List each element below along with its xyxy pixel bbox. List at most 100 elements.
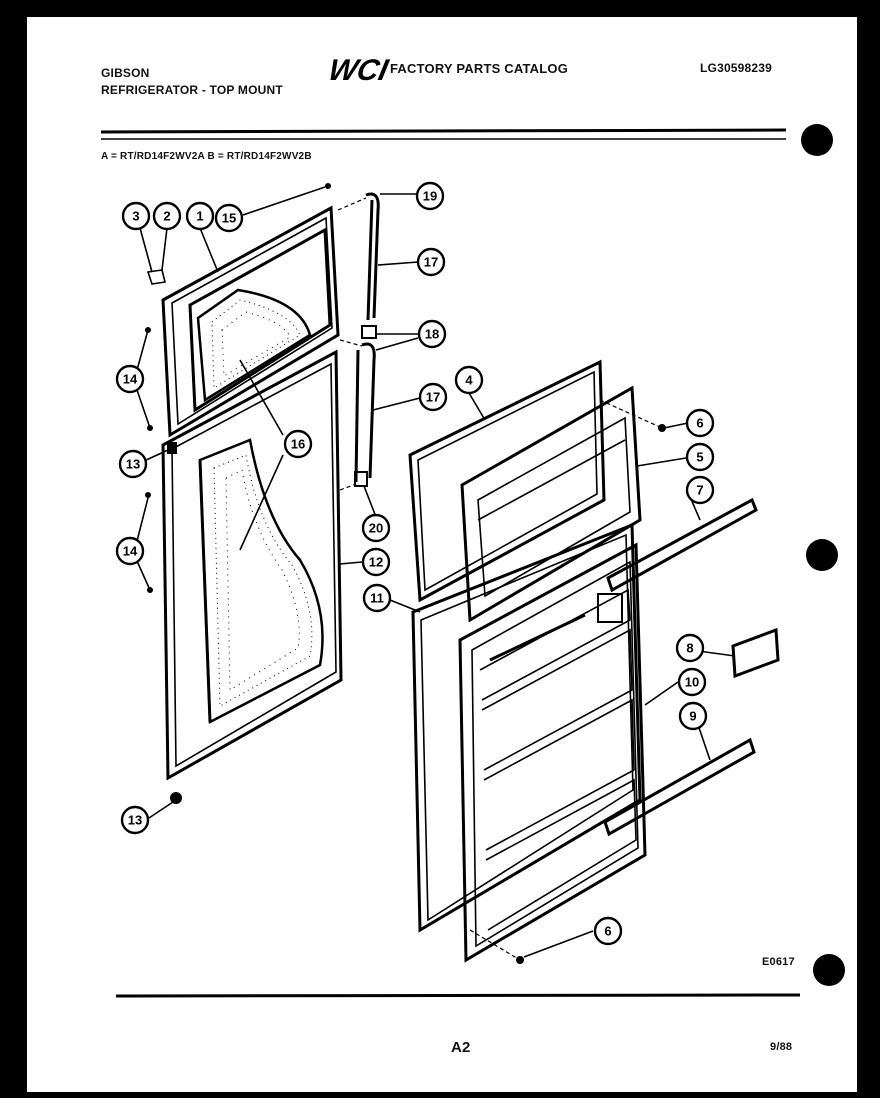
callout-number: 17 <box>424 255 438 270</box>
callout-number: 14 <box>123 372 138 387</box>
callout-circle <box>685 408 715 438</box>
callout-number: 10 <box>685 675 699 690</box>
fresh-food-liner <box>198 438 324 725</box>
callout-6: 6 <box>685 408 715 438</box>
callout-circle <box>121 201 151 231</box>
callout-3: 3 <box>121 201 151 231</box>
callout-number: 19 <box>423 189 437 204</box>
callout-15: 15 <box>214 203 244 233</box>
callout-number: 18 <box>425 327 439 342</box>
header-rule-thick <box>100 128 787 134</box>
footer-rule <box>115 993 801 998</box>
callout-number: 8 <box>686 641 693 656</box>
wci-logo: WCI <box>326 54 392 87</box>
callout-17: 17 <box>418 382 448 412</box>
callout-number: 5 <box>696 450 703 465</box>
callout-number: 2 <box>163 209 170 224</box>
callout-14: 14 <box>115 364 145 394</box>
fresh-food-gasket <box>411 522 642 933</box>
callout-number: 14 <box>123 544 138 559</box>
callout-13: 13 <box>118 449 148 479</box>
callout-8: 8 <box>675 633 705 663</box>
callout-circle <box>362 583 392 613</box>
callout-17: 17 <box>416 247 446 277</box>
callout-circle <box>361 547 391 577</box>
callout-7: 7 <box>685 475 715 505</box>
shelf-rails <box>603 497 780 837</box>
product-type: REFRIGERATOR - TOP MOUNT <box>101 83 283 97</box>
callout-circle <box>214 203 244 233</box>
freezer-liner <box>196 288 312 403</box>
svg-text:WCI: WCI <box>326 54 392 87</box>
callout-circle <box>593 916 623 946</box>
leader-lines <box>136 186 736 958</box>
callout-circle <box>415 181 445 211</box>
fresh-food-inner-panel <box>458 542 647 963</box>
callout-circle <box>185 201 215 231</box>
catalog-title: FACTORY PARTS CATALOG <box>390 61 569 76</box>
callout-number: 12 <box>369 555 383 570</box>
callout-number: 13 <box>128 813 142 828</box>
callout-number: 11 <box>370 591 384 606</box>
callout-number: 6 <box>604 924 611 939</box>
callout-number: 9 <box>689 709 696 724</box>
assembly-lines <box>337 197 663 961</box>
binder-hole <box>806 539 838 571</box>
callout-circle <box>685 475 715 505</box>
callout-number: 17 <box>426 390 440 405</box>
callout-number: 6 <box>696 416 703 431</box>
callout-1: 1 <box>185 201 215 231</box>
callout-circle <box>675 633 705 663</box>
callout-number: 4 <box>465 373 473 388</box>
revision-date: 9/88 <box>770 1041 793 1053</box>
callout-14: 14 <box>115 536 145 566</box>
freezer-inner-panel <box>460 385 642 623</box>
callout-20: 20 <box>361 513 391 543</box>
callout-circle <box>115 364 145 394</box>
freezer-gasket <box>408 359 606 603</box>
callout-circle <box>118 449 148 479</box>
callout-4: 4 <box>454 365 484 395</box>
brand-name: GIBSON <box>101 66 150 80</box>
binder-hole <box>801 124 833 156</box>
callout-number: 7 <box>696 483 703 498</box>
callout-circle <box>417 319 447 349</box>
binder-hole <box>813 954 845 986</box>
callout-number: 3 <box>132 209 139 224</box>
fresh-food-door-outer <box>161 349 343 781</box>
catalog-number: LG30598239 <box>700 61 773 75</box>
callout-circle <box>120 805 150 835</box>
callout-circle <box>418 382 448 412</box>
callout-13: 13 <box>120 805 150 835</box>
callout-11: 11 <box>362 583 392 613</box>
callout-circle <box>416 247 446 277</box>
callout-circle <box>115 536 145 566</box>
freezer-door-outer <box>161 205 340 438</box>
callout-number: 15 <box>222 211 236 226</box>
door-handles <box>354 192 380 487</box>
callout-circle <box>361 513 391 543</box>
callout-16: 16 <box>283 429 313 459</box>
callout-number: 16 <box>291 437 305 452</box>
callout-9: 9 <box>678 701 708 731</box>
callout-circle <box>454 365 484 395</box>
callout-2: 2 <box>152 201 182 231</box>
callout-18: 18 <box>417 319 447 349</box>
callout-10: 10 <box>677 667 707 697</box>
callout-12: 12 <box>361 547 391 577</box>
callout-circle <box>678 701 708 731</box>
page-number: A2 <box>451 1039 471 1056</box>
callout-6: 6 <box>593 916 623 946</box>
callout-number: 1 <box>196 209 203 224</box>
callout-circle <box>685 442 715 472</box>
model-numbers: A = RT/RD14F2WV2A B = RT/RD14F2WV2B <box>101 151 312 162</box>
drawing-code: E0617 <box>762 956 795 968</box>
callout-circle <box>283 429 313 459</box>
callout-number: 20 <box>369 521 383 536</box>
callout-19: 19 <box>415 181 445 211</box>
callout-circle <box>152 201 182 231</box>
screw <box>658 424 666 432</box>
callout-5: 5 <box>685 442 715 472</box>
